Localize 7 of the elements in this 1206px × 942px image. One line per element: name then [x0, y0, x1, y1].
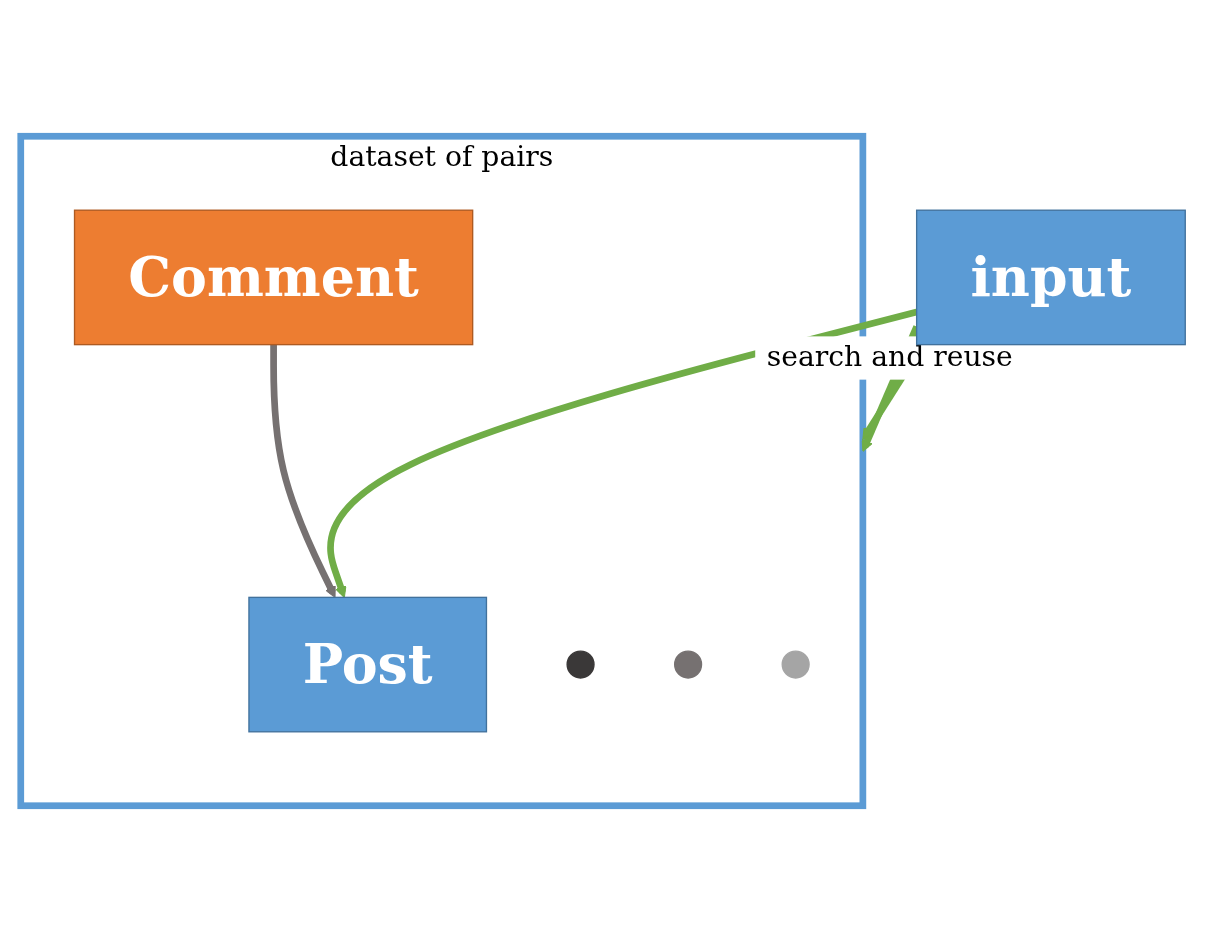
node-circle	[566, 650, 595, 679]
node-circle	[781, 650, 810, 679]
node-box: Comment	[73, 209, 474, 346]
node-circle	[674, 650, 703, 679]
node-box: input	[915, 209, 1186, 346]
node-box: Post	[248, 596, 488, 733]
arrow	[270, 344, 336, 598]
